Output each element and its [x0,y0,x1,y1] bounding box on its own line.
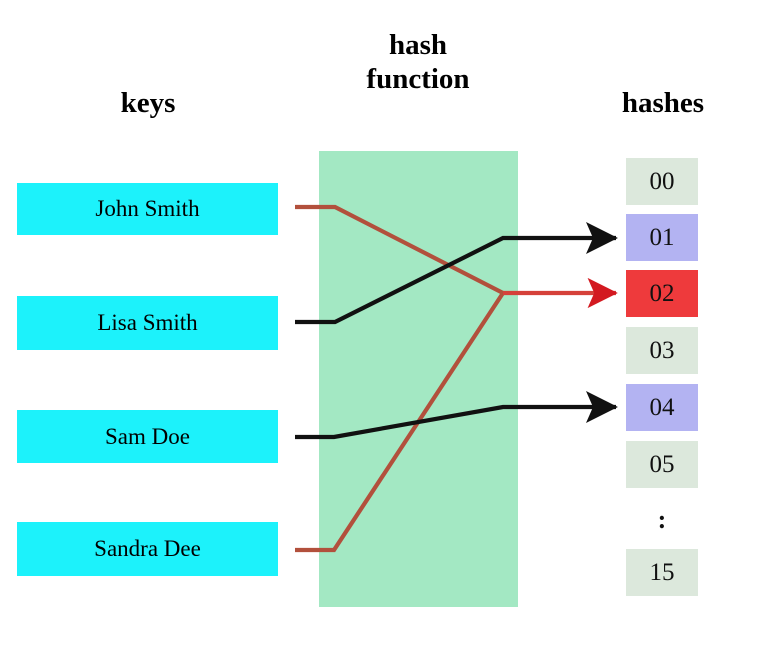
hash-label: 05 [649,450,675,478]
hash-label: 02 [649,279,675,307]
hash-cell-05: 05 [626,441,698,488]
hash-cell-04: 04 [626,384,698,431]
key-label: John Smith [95,196,200,221]
wire-sam-doe-to-04 [295,391,618,440]
hash-cell-03: 03 [626,327,698,374]
hash-cell-02: 02 [626,270,698,317]
hash-label: 04 [649,393,675,421]
hashes-column-heading: hashes [621,87,705,119]
hash-label: 00 [649,167,675,195]
wire-sandra-dee-to-02 [295,291,505,553]
key-box-lisa-smith: Lisa Smith [17,296,278,350]
key-label: Lisa Smith [97,310,198,335]
hash-cell-ellipsis: : [626,500,698,540]
hash-cell-00: 00 [626,158,698,205]
hash-cell-15: 15 [626,549,698,596]
key-box-john-smith: John Smith [17,183,278,235]
hash-cell-01: 01 [626,214,698,261]
key-box-sandra-dee: Sandra Dee [17,522,278,576]
key-label: Sandra Dee [94,536,201,561]
wire-lisa-smith-to-01 [295,222,618,325]
hash-function-column-heading: hash function [366,29,470,96]
hash-label: 15 [649,558,675,586]
key-box-sam-doe: Sam Doe [17,410,278,463]
vertical-ellipsis-icon: : [657,505,667,534]
wire-john-smith-to-02 [295,204,504,295]
keys-column-heading: keys [120,87,176,119]
hash-function-panel [319,151,518,607]
key-label: Sam Doe [105,423,190,449]
hash-label: 01 [649,223,675,251]
hash-label: 03 [649,336,675,364]
